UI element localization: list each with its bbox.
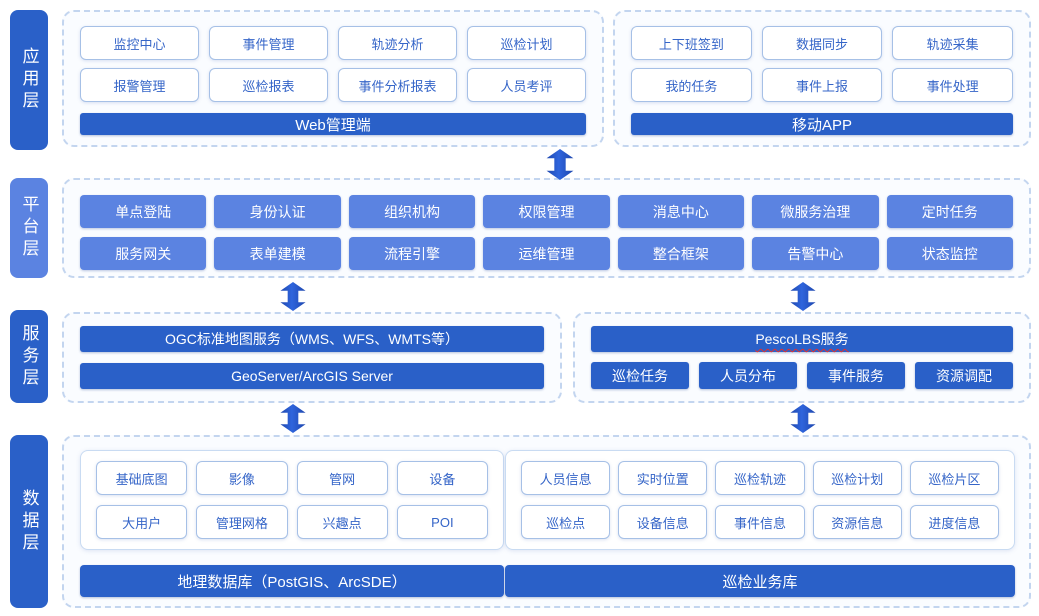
module-chip: 巡检报表 [209,68,328,102]
module-chip: 巡检点 [521,505,611,539]
module-chip: 权限管理 [483,195,610,228]
double-arrow-icon [280,404,306,433]
geo-database-bar: 地理数据库（PostGIS、ArcSDE） [80,565,504,597]
mobile-app-bar: 移动APP [631,113,1013,135]
module-chip: 兴趣点 [296,505,388,539]
application-web-panel: 监控中心 事件管理 轨迹分析 巡检计划 报警管理 巡检报表 事件分析报表 人员考… [62,10,604,147]
module-chip: 事件上报 [761,68,883,102]
pescolbs-label: PescoLBS服务 [755,331,849,347]
module-chip: 资源调配 [915,362,1013,389]
module-chip: 设备信息 [618,505,708,539]
module-chip: 巡检计划 [467,26,586,60]
module-chip: 基础底图 [96,461,188,495]
geo-data-group: 基础底图 影像 管网 设备 大用户 管理网格 兴趣点 POI [80,450,504,550]
double-arrow-icon [546,149,574,180]
module-chip: 组织机构 [348,195,476,228]
layer-label-service: 服务层 [10,310,48,403]
layer-label-platform: 平台层 [10,178,48,278]
business-data-group: 人员信息 实时位置 巡检轨迹 巡检计划 巡检片区 巡检点 设备信息 事件信息 资… [505,450,1015,550]
module-chip: 管网 [296,461,388,495]
module-chip: 运维管理 [483,237,610,270]
module-chip: 微服务治理 [752,195,879,228]
module-chip: 事件管理 [209,26,328,60]
module-chip: 实时位置 [618,461,708,495]
module-chip: 巡检任务 [591,362,689,389]
module-chip: 事件服务 [807,362,905,389]
module-chip: 整合框架 [617,237,745,270]
module-chip: 报警管理 [80,68,199,102]
service-map-panel: OGC标准地图服务（WMS、WFS、WMTS等） GeoServer/ArcGI… [62,312,562,403]
module-chip: 身份认证 [214,195,341,228]
double-arrow-icon [280,282,306,311]
layer-label-data: 数据层 [10,435,48,608]
module-chip: 人员考评 [467,68,586,102]
module-chip: 告警中心 [752,237,879,270]
module-chip: 巡检片区 [909,461,999,495]
module-chip: 资源信息 [812,505,902,539]
module-chip: 轨迹采集 [892,26,1013,60]
double-arrow-icon [790,404,816,433]
module-chip: 服务网关 [80,237,207,270]
module-chip: 巡检轨迹 [715,461,805,495]
platform-panel: 单点登陆 身份认证 组织机构 权限管理 消息中心 微服务治理 定时任务 服务网关… [62,178,1031,278]
module-chip: 人员分布 [699,362,797,389]
inspection-database-bar: 巡检业务库 [505,565,1015,597]
module-chip: 影像 [196,461,288,495]
layer-label-application: 应用层 [10,10,48,150]
web-client-bar: Web管理端 [80,113,586,135]
module-chip: 表单建模 [214,237,341,270]
module-chip: 单点登陆 [80,195,207,228]
module-chip: 事件信息 [715,505,805,539]
module-chip: 轨迹分析 [338,26,457,60]
module-chip: 事件处理 [892,68,1013,102]
module-chip: 巡检计划 [812,461,902,495]
module-chip: 定时任务 [886,195,1013,228]
application-mobile-panel: 上下班签到 数据同步 轨迹采集 我的任务 事件上报 事件处理 移动APP [613,10,1031,147]
module-chip: 我的任务 [631,68,752,102]
module-chip: 管理网格 [196,505,288,539]
module-chip: 上下班签到 [631,26,752,60]
pescolbs-bar: PescoLBS服务 [591,326,1013,352]
module-chip: 监控中心 [80,26,199,60]
module-chip: 状态监控 [886,237,1013,270]
module-chip: POI [396,505,488,539]
data-panel: 基础底图 影像 管网 设备 大用户 管理网格 兴趣点 POI 人员信息 实时位置… [62,435,1031,608]
ogc-service-bar: OGC标准地图服务（WMS、WFS、WMTS等） [80,326,544,352]
geoserver-bar: GeoServer/ArcGIS Server [80,363,544,389]
module-chip: 设备 [396,461,488,495]
module-chip: 大用户 [96,505,188,539]
module-chip: 人员信息 [521,461,611,495]
double-arrow-icon [790,282,816,311]
module-chip: 消息中心 [617,195,745,228]
module-chip: 流程引擎 [348,237,476,270]
module-chip: 事件分析报表 [338,68,457,102]
module-chip: 数据同步 [761,26,883,60]
service-lbs-panel: PescoLBS服务 巡检任务 人员分布 事件服务 资源调配 [573,312,1031,403]
module-chip: 进度信息 [909,505,999,539]
